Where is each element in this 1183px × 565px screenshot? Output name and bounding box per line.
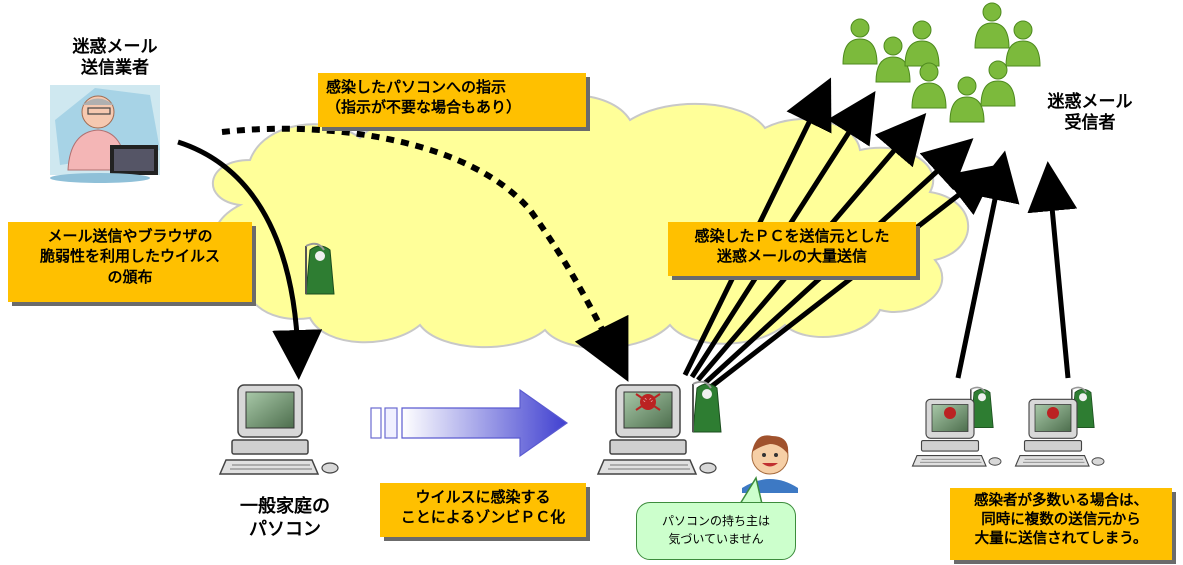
instruction-box: 感染したパソコンへの指示（指示が不要な場合もあり）: [318, 73, 586, 127]
infected-computer-icon: [597, 384, 717, 475]
grim-reaper-virus-icon: [692, 380, 722, 433]
instruction-dotted-arrow: [221, 125, 629, 382]
virus-distribution-arrow: [177, 139, 323, 380]
infected-computer-icon: [911, 398, 1002, 467]
grim-reaper-virus-icon: [305, 242, 335, 295]
multiple-senders-box: 感染者が多数いる場合は、同時に複数の送信元から大量に送信されてしまう。: [950, 488, 1172, 560]
spammer-clipart: [50, 85, 160, 183]
home-pc-label: 一般家庭のパソコン: [240, 496, 330, 540]
mass-send-box: 感染したＰＣを送信元とした迷惑メールの大量送信: [668, 222, 916, 276]
zombie-pc-box: ウイルスに感染することによるゾンビＰＣ化: [380, 483, 586, 537]
spam-recipient-label: 迷惑メール受信者: [1047, 92, 1133, 134]
zombie-conversion-arrow: [370, 388, 569, 458]
virus-distribution-box: メール送信やブラウザの脆弱性を利用したウイルスの頒布: [8, 222, 252, 302]
recipient-people: [842, 2, 1041, 123]
owner-face-icon: [742, 435, 798, 493]
computer-icon: [219, 384, 339, 475]
owner-unaware-bubble: パソコンの持ち主は気づいていません: [636, 502, 796, 560]
spam-sender-label: 迷惑メール送信業者: [72, 37, 158, 79]
infected-computer-icon: [1014, 398, 1105, 467]
